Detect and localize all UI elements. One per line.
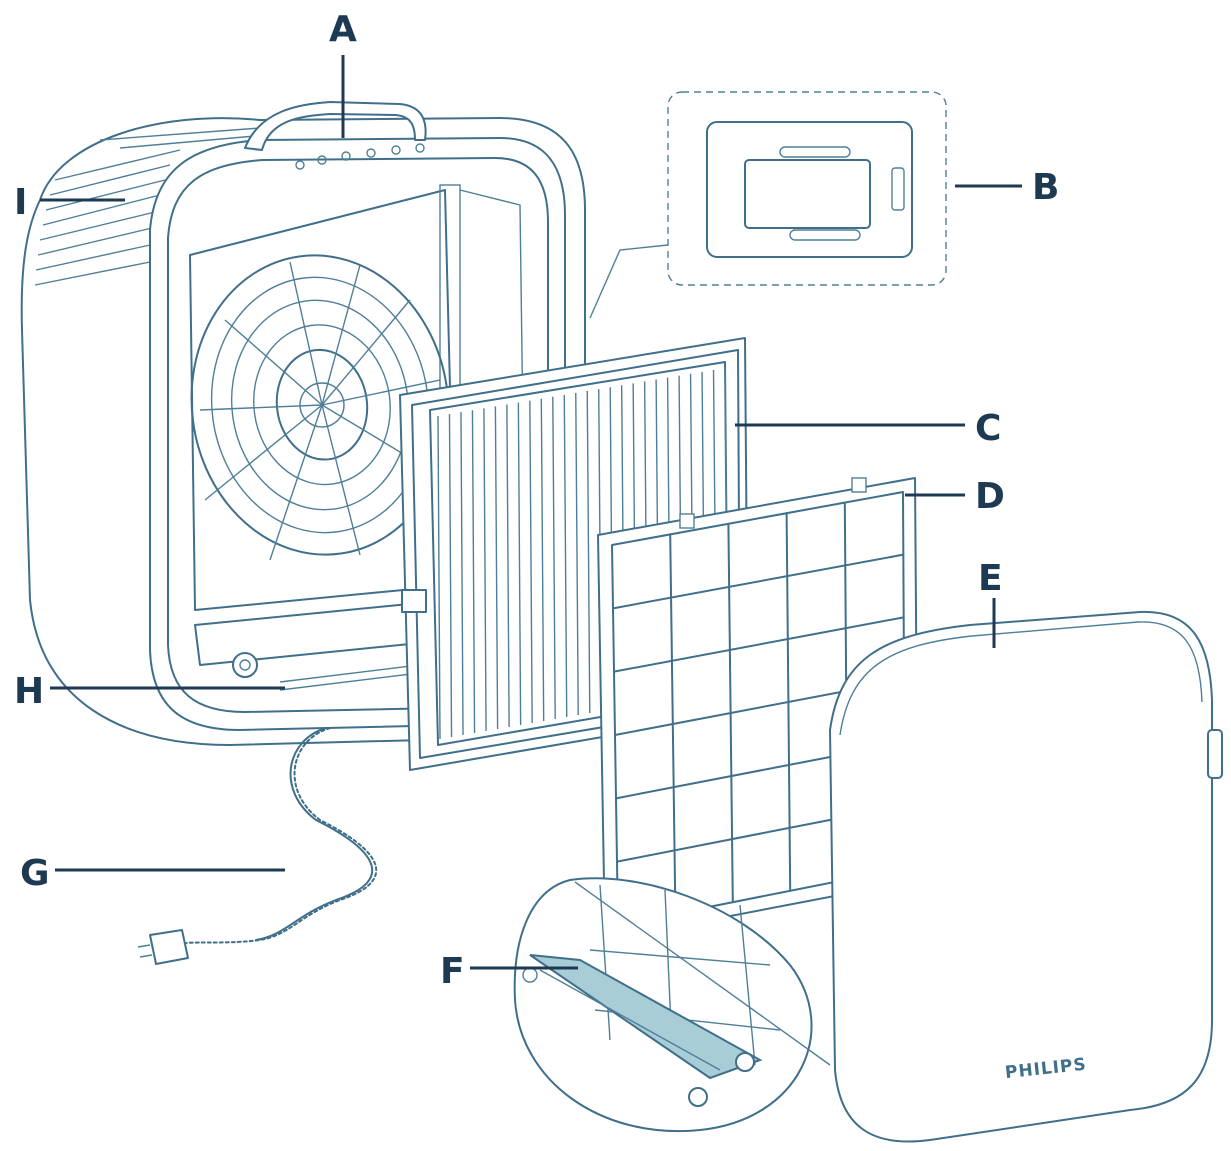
filter-pleat — [586, 391, 591, 714]
purifier-housing — [20, 101, 586, 746]
filter-pleat — [448, 414, 453, 738]
fan-guard — [190, 254, 450, 561]
callout-a: A — [329, 9, 357, 138]
filter-pleat — [483, 408, 487, 732]
callout-label-a: A — [329, 9, 357, 50]
power-plug — [149, 929, 189, 965]
callout-label-b: B — [1032, 167, 1059, 208]
filter-pleat — [471, 410, 476, 734]
side-air-inlet-grille — [34, 127, 261, 286]
magnified-detail — [513, 877, 831, 1133]
filter-pleat — [563, 394, 568, 718]
filter-pleat — [506, 404, 510, 728]
filter-seal-strip — [529, 954, 763, 1080]
filter-pleat — [460, 412, 464, 736]
callout-d: D — [905, 476, 1005, 517]
filter-pleat — [540, 398, 545, 722]
control-panel-buttons — [295, 143, 425, 170]
filter-pleat — [494, 406, 499, 730]
front-cover: PHILIPS — [829, 610, 1223, 1143]
sensor-detail-inset — [589, 91, 947, 319]
carry-handle — [244, 101, 427, 151]
mesh-bar-horizontal — [612, 553, 905, 610]
filter-pleat — [552, 396, 556, 720]
callout-label-c: C — [975, 408, 1001, 449]
callout-e: E — [978, 558, 1003, 648]
socket-plug — [232, 652, 258, 678]
mesh-bar-horizontal — [613, 616, 905, 673]
filter-pleat — [575, 392, 579, 716]
callout-label-h: H — [14, 671, 44, 712]
filter-pleat — [437, 415, 441, 740]
callout-c: C — [735, 408, 1001, 449]
callout-b: B — [955, 167, 1059, 208]
callout-label-e: E — [978, 558, 1003, 599]
callout-label-i: I — [14, 182, 27, 223]
power-cord — [137, 727, 378, 965]
callout-f: F — [440, 951, 578, 992]
callout-label-d: D — [975, 476, 1005, 517]
callout-i: I — [14, 182, 125, 223]
filter-pleat — [517, 402, 522, 726]
callout-h: H — [14, 671, 285, 712]
callout-g: G — [20, 853, 285, 894]
filter-pleat — [529, 400, 533, 724]
callout-label-f: F — [440, 951, 465, 992]
callout-label-g: G — [20, 853, 50, 894]
